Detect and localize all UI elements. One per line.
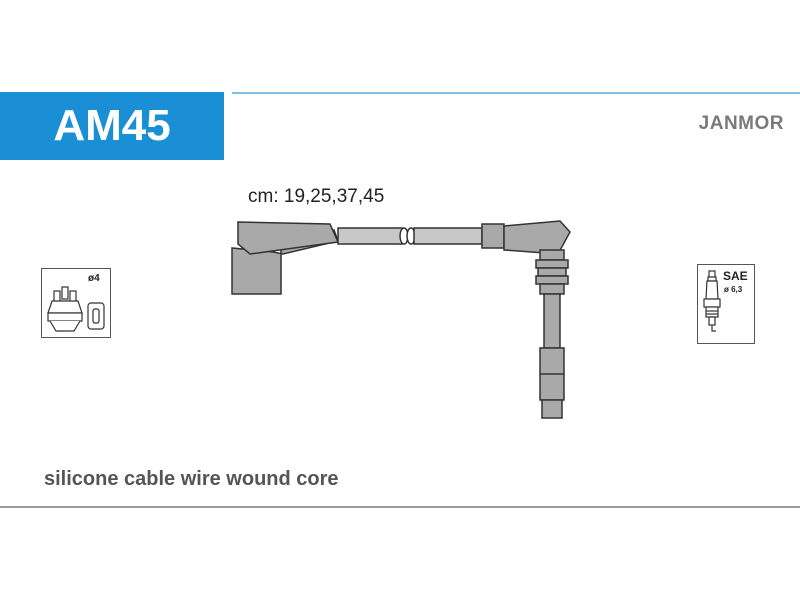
distributor-diameter: ø4 bbox=[88, 273, 100, 284]
distributor-spec-box: ø4 bbox=[41, 268, 111, 338]
product-code: AM45 bbox=[0, 92, 224, 160]
cable-lengths: cm: 19,25,37,45 bbox=[248, 186, 385, 207]
cable-wire-right bbox=[413, 227, 483, 245]
cable-wire-left bbox=[337, 227, 403, 245]
distributor-cap-icon bbox=[47, 286, 105, 332]
spark-plug-icon bbox=[703, 270, 721, 332]
spark-plug-standard: SAE bbox=[723, 269, 748, 283]
cable-description: silicone cable wire wound core bbox=[44, 468, 339, 490]
footer-divider bbox=[0, 506, 800, 508]
spark-plug-boot bbox=[503, 220, 571, 255]
spark-plug-spec-box: SAE ø 6,3 bbox=[697, 264, 755, 344]
spark-plug-diameter: ø 6,3 bbox=[724, 285, 743, 294]
header-divider bbox=[232, 92, 800, 94]
brand-name: JANMOR bbox=[698, 113, 784, 134]
